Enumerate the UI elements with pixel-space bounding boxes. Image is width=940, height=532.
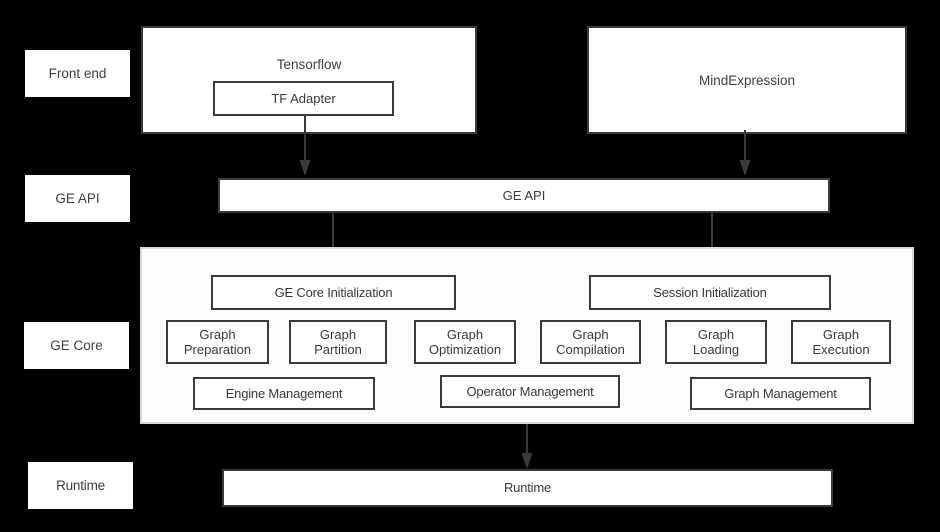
layer-label-front-end-text: Front end <box>48 65 107 81</box>
graph-partition-label: Graph Partition <box>314 326 362 357</box>
layer-label-ge-api-text: GE API <box>55 190 100 206</box>
tf-adapter-label: TF Adapter <box>271 90 336 106</box>
graph-partition-box[interactable]: Graph Partition <box>289 320 387 364</box>
ge-core-initialization-box[interactable]: GE Core Initialization <box>211 275 456 310</box>
graph-optimization-box[interactable]: Graph Optimization <box>414 320 516 364</box>
graph-optimization-label: Graph Optimization <box>428 326 502 357</box>
graph-preparation-box[interactable]: Graph Preparation <box>166 320 269 364</box>
graph-loading-box[interactable]: Graph Loading <box>665 320 767 364</box>
arrow-mindexpression-to-ge-api <box>738 130 752 178</box>
graph-compilation-label: Graph Compilation <box>556 326 625 357</box>
session-initialization-box[interactable]: Session Initialization <box>589 275 831 310</box>
layer-label-ge-core-text: GE Core <box>50 337 103 353</box>
session-initialization-label: Session Initialization <box>653 284 767 300</box>
ge-api-bar[interactable]: GE API <box>218 178 830 213</box>
engine-management-label: Engine Management <box>225 385 343 401</box>
graph-compilation-box[interactable]: Graph Compilation <box>540 320 641 364</box>
arrow-tf-adapter-to-ge-api <box>298 116 312 178</box>
operator-management-box[interactable]: Operator Management <box>440 375 620 408</box>
layer-label-front-end: Front end <box>25 50 130 97</box>
operator-management-label: Operator Management <box>466 383 594 399</box>
runtime-bar[interactable]: Runtime <box>222 469 833 507</box>
runtime-bar-label: Runtime <box>503 480 551 496</box>
layer-label-ge-api: GE API <box>25 175 130 222</box>
mindexpression-container: MindExpression <box>587 26 907 134</box>
layer-label-ge-core: GE Core <box>24 322 129 369</box>
engine-management-box[interactable]: Engine Management <box>193 377 375 410</box>
layer-label-runtime: Runtime <box>28 462 133 509</box>
tensorflow-title: Tensorflow <box>276 57 342 72</box>
graph-management-label: Graph Management <box>724 385 837 401</box>
arrow-ge-core-to-runtime <box>520 424 534 470</box>
tensorflow-container: Tensorflow <box>141 26 477 134</box>
layer-label-runtime-text: Runtime <box>56 477 105 493</box>
graph-preparation-label: Graph Preparation <box>183 326 252 357</box>
mindexpression-title: MindExpression <box>698 73 796 88</box>
graph-execution-box[interactable]: Graph Execution <box>791 320 891 364</box>
graph-management-box[interactable]: Graph Management <box>690 377 871 410</box>
graph-loading-label: Graph Loading <box>692 326 740 357</box>
ge-core-initialization-label: GE Core Initialization <box>274 284 393 300</box>
ge-api-label: GE API <box>502 187 546 203</box>
tf-adapter-box[interactable]: TF Adapter <box>213 81 394 116</box>
graph-execution-label: Graph Execution <box>812 326 870 357</box>
